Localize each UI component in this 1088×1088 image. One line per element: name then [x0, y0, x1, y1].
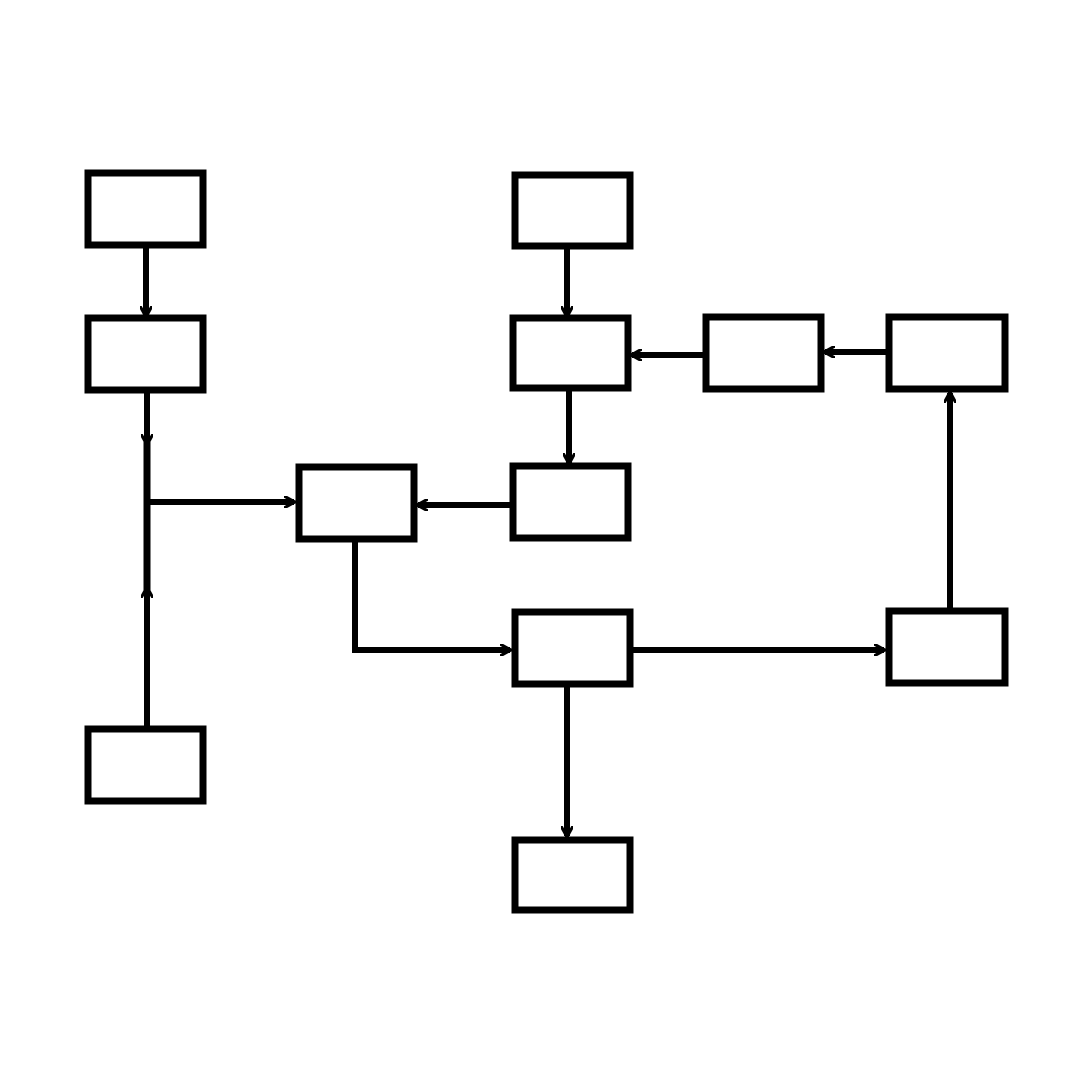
- process-node[interactable]: [509, 314, 632, 392]
- process-node[interactable]: [885, 313, 1009, 393]
- process-node[interactable]: [509, 462, 632, 542]
- process-node[interactable]: [702, 313, 825, 393]
- nodes: [84, 169, 1009, 914]
- edge-arrow: [352, 541, 510, 650]
- process-node[interactable]: [84, 314, 207, 394]
- process-node[interactable]: [885, 607, 1009, 687]
- process-node[interactable]: [511, 171, 634, 250]
- process-node[interactable]: [295, 463, 418, 543]
- process-node[interactable]: [511, 608, 634, 688]
- process-node[interactable]: [511, 836, 634, 914]
- process-node[interactable]: [84, 169, 207, 249]
- process-node[interactable]: [84, 725, 207, 805]
- edges: [146, 245, 950, 836]
